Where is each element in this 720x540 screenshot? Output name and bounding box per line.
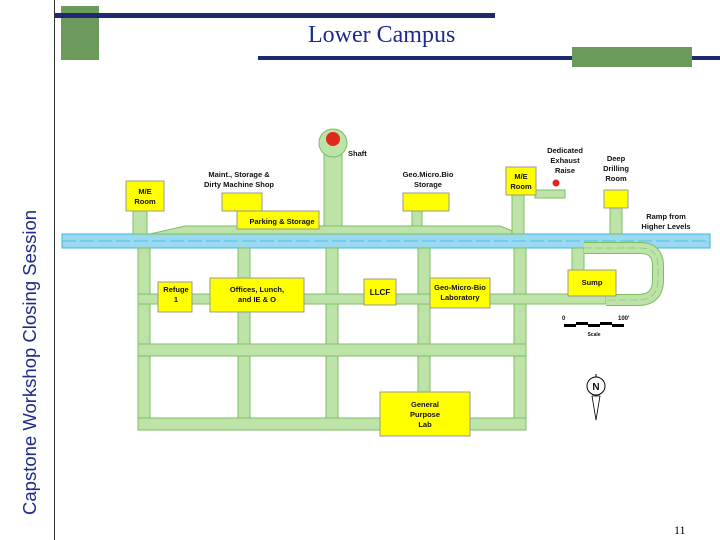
lower-vertical-3 (325, 247, 339, 431)
scale-end-label: 100' (618, 316, 630, 322)
label-llcf: LLCF (370, 288, 391, 297)
drift-network (61, 147, 711, 431)
label-geomicrobio-lab-2: Laboratory (440, 293, 480, 302)
lower-vertical-5 (513, 247, 527, 431)
label-refuge-2: 1 (174, 295, 178, 304)
label-me-room-left-2: Room (134, 197, 156, 206)
sump-room (567, 269, 617, 297)
offices-room (209, 277, 305, 313)
north-arrow-icon: N (586, 374, 606, 421)
sump-vertical (571, 247, 585, 271)
lower-horizontal-2 (137, 343, 527, 357)
label-general-purpose-1: General (411, 400, 439, 409)
geomicrobio-lab-room (429, 277, 491, 309)
geomicrobio-storage-room (402, 192, 450, 212)
label-general-purpose-2: Purpose (410, 410, 440, 419)
label-parking-storage: Parking & Storage (249, 217, 314, 226)
page-title: Lower Campus (308, 22, 456, 48)
label-dedicated-exhaust-3: Raise (555, 166, 575, 175)
me-room-right (505, 166, 537, 196)
lower-vertical-2 (237, 247, 251, 431)
scale-segment-3 (588, 324, 600, 327)
me-room-connector (511, 191, 525, 235)
label-geomicrobio-storage-2: Storage (414, 180, 442, 189)
ramp-drift-centerline (584, 247, 659, 301)
rooms (125, 166, 629, 437)
scale-start-label: 0 (562, 316, 566, 322)
shaft-drift (323, 147, 343, 235)
label-me-room-right-2: Room (510, 182, 532, 191)
page-number: 11 (674, 523, 686, 537)
deep-drilling-room (603, 189, 629, 209)
label-deep-drilling-3: Room (605, 174, 627, 183)
scale-segment-2 (576, 322, 588, 325)
north-label: N (592, 382, 599, 393)
label-ramp-2: Higher Levels (641, 222, 690, 231)
decor-navy-bar-right (258, 56, 720, 60)
label-offices-1: Offices, Lunch, (230, 285, 284, 294)
map-labels: Shaft Dedicated Exhaust Raise Deep Drill… (134, 146, 690, 429)
left-upper-drift (132, 207, 148, 235)
me-room-left (125, 180, 165, 212)
maint-storage-room (221, 192, 263, 212)
scale-segment-1 (564, 324, 576, 327)
vertical-divider (54, 0, 55, 540)
label-maint-storage-1: Maint., Storage & (208, 170, 270, 179)
llcf-room (363, 278, 397, 306)
parking-storage-room (236, 210, 320, 230)
label-me-room-left-1: M/E (138, 187, 151, 196)
label-general-purpose-3: Lab (418, 420, 432, 429)
label-dedicated-exhaust-1: Dedicated (547, 146, 583, 155)
refuge-room (157, 281, 193, 313)
label-maint-storage-2: Dirty Machine Shop (204, 180, 274, 189)
shaft-marker (326, 132, 340, 146)
label-shaft: Shaft (348, 149, 367, 158)
geostorage-connector (411, 209, 423, 227)
decor-green-block-top-right (572, 47, 692, 67)
exhaust-raise-marker (552, 179, 560, 187)
label-dedicated-exhaust-2: Exhaust (550, 156, 580, 165)
label-geomicrobio-storage-1: Geo.Micro.Bio (403, 170, 454, 179)
parking-drift (149, 225, 521, 235)
label-sump: Sump (582, 278, 603, 287)
general-purpose-lab-room (379, 391, 471, 437)
scale-bar: 0 100' Scale (562, 316, 630, 338)
scale-segment-4 (600, 322, 612, 325)
scale-segment-5 (612, 324, 624, 327)
label-me-room-right-1: M/E (514, 172, 527, 181)
label-deep-drilling-2: Drilling (603, 164, 629, 173)
label-offices-2: and IE & O (238, 295, 276, 304)
scale-caption: Scale (587, 332, 600, 338)
label-refuge-1: Refuge (163, 285, 188, 294)
label-ramp-1: Ramp from (646, 212, 686, 221)
label-deep-drilling-1: Deep (607, 154, 626, 163)
exhaust-connector (534, 189, 566, 199)
label-geomicrobio-lab-1: Geo-Micro-Bio (434, 283, 486, 292)
lower-vertical-1 (137, 247, 151, 431)
decor-navy-bar-top (55, 13, 495, 18)
